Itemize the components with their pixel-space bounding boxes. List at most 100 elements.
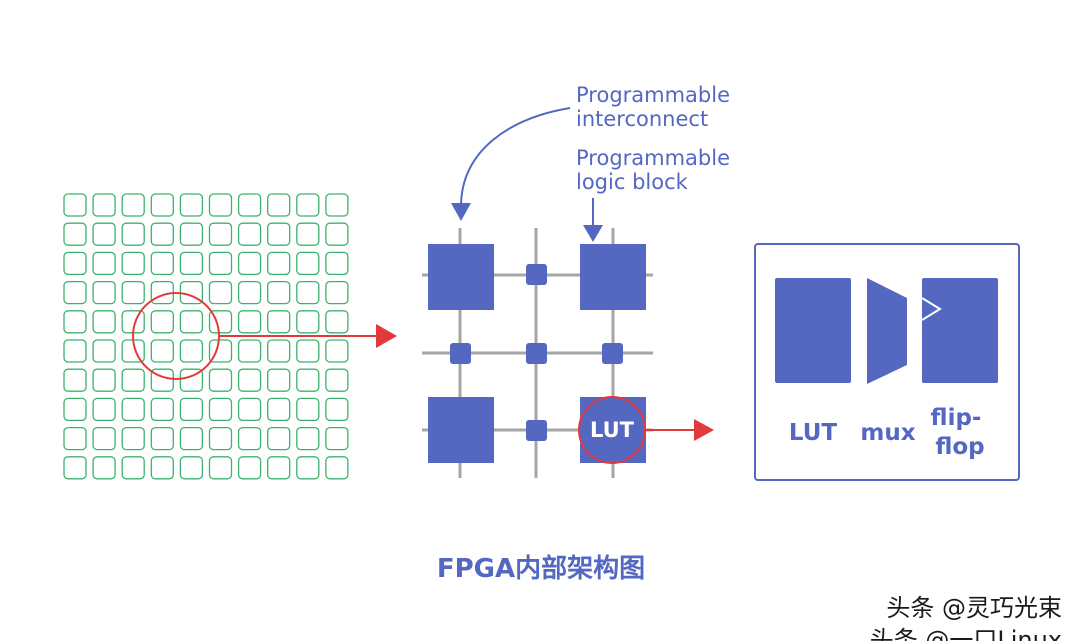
switch-box: [526, 343, 547, 364]
grid-cell: [208, 193, 233, 217]
logic-element-detail-box: [754, 243, 1020, 481]
grid-cell: [325, 339, 349, 363]
grid-cell: [92, 426, 116, 451]
grid-cell: [150, 310, 174, 334]
grid-cell: [296, 339, 320, 363]
lut-label: LUT: [789, 420, 838, 446]
grid-cell: [325, 456, 349, 480]
lut-block: [775, 278, 851, 383]
interconnect-pointer-head: [451, 203, 471, 221]
grid-cell: [237, 426, 262, 451]
switch-boxes: [450, 264, 623, 441]
grid-cell: [208, 426, 233, 451]
switch-box: [602, 343, 623, 364]
grid-cell: [179, 222, 204, 246]
grid-cell: [63, 426, 87, 451]
grid-cell: [267, 368, 291, 392]
grid-cell: [237, 339, 262, 363]
grid-cell: [63, 339, 87, 363]
mux-block: [867, 278, 907, 384]
grid-cell: [63, 310, 87, 334]
grid-cell: [63, 222, 87, 246]
grid-cell: [63, 193, 87, 217]
grid-cell: [121, 456, 145, 480]
grid-cell: [237, 456, 262, 480]
grid-cell: [121, 251, 145, 276]
interconnect-pointer-arrow: [460, 107, 571, 206]
logic-block-label: Programmable logic block: [576, 146, 737, 194]
grid-cell: [179, 251, 204, 276]
grid-cell: [150, 426, 174, 451]
grid-cell: [63, 397, 87, 422]
grid-cell: [267, 456, 291, 480]
grid-cell: [237, 193, 262, 217]
grid-cell: [63, 368, 87, 392]
flipflop-clock-icon: [921, 297, 942, 321]
grid-cell: [179, 368, 204, 392]
logic-block-top-right: [580, 244, 646, 310]
logic-block-bottom-right: [580, 397, 646, 463]
grid-cell: [325, 426, 349, 451]
grid-cell: [267, 426, 291, 451]
grid-cell: [296, 193, 320, 217]
grid-cell: [296, 280, 320, 305]
lut-arrow-head: [694, 419, 714, 441]
grid-cell: [208, 456, 233, 480]
grid-cell: [267, 310, 291, 334]
grid-cell: [296, 456, 320, 480]
grid-cell: [92, 193, 116, 217]
grid-cell: [208, 339, 233, 363]
grid-cell: [208, 368, 233, 392]
grid-cell: [237, 280, 262, 305]
grid-cell: [325, 368, 349, 392]
grid-cell: [325, 310, 349, 334]
fpga-cell-grid: [63, 193, 349, 480]
grid-cell: [208, 222, 233, 246]
grid-cell: [267, 251, 291, 276]
zoom-circle: [132, 292, 220, 380]
grid-cell: [267, 222, 291, 246]
grid-cell: [92, 280, 116, 305]
grid-cell: [296, 368, 320, 392]
grid-cell: [179, 426, 204, 451]
grid-cell: [150, 456, 174, 480]
mux-label: mux: [860, 420, 915, 446]
watermark-line-2: 头条 @一口Linux: [870, 626, 1062, 641]
grid-cell: [179, 193, 204, 217]
watermark-line-1: 头条 @灵巧光束: [886, 594, 1062, 622]
interconnect-label: Programmable interconnect: [576, 83, 737, 131]
grid-cell: [179, 339, 204, 363]
grid-cell: [296, 251, 320, 276]
grid-cell: [325, 280, 349, 305]
logic-blocks: [428, 244, 646, 463]
logic-block-top-left: [428, 244, 494, 310]
grid-cell: [121, 397, 145, 422]
zoom-arrow-head: [376, 324, 397, 348]
grid-cell: [63, 280, 87, 305]
grid-cell: [92, 368, 116, 392]
grid-cell: [267, 397, 291, 422]
grid-cell: [267, 280, 291, 305]
grid-cell: [237, 310, 262, 334]
grid-cell: [63, 456, 87, 480]
logic-block-bottom-left: [428, 397, 494, 463]
grid-cell: [179, 310, 204, 334]
grid-cell: [121, 193, 145, 217]
switch-box: [526, 420, 547, 441]
grid-cell: [179, 456, 204, 480]
grid-cell: [92, 251, 116, 276]
grid-cell: [208, 397, 233, 422]
flipflop-block: [922, 278, 998, 383]
grid-cell: [150, 339, 174, 363]
grid-cell: [208, 251, 233, 276]
grid-cell: [296, 426, 320, 451]
grid-cell: [92, 339, 116, 363]
grid-cell: [121, 426, 145, 451]
grid-cell: [325, 397, 349, 422]
grid-cell: [267, 193, 291, 217]
grid-cell: [150, 397, 174, 422]
grid-cell: [150, 193, 174, 217]
grid-cell: [92, 397, 116, 422]
grid-cell: [121, 222, 145, 246]
